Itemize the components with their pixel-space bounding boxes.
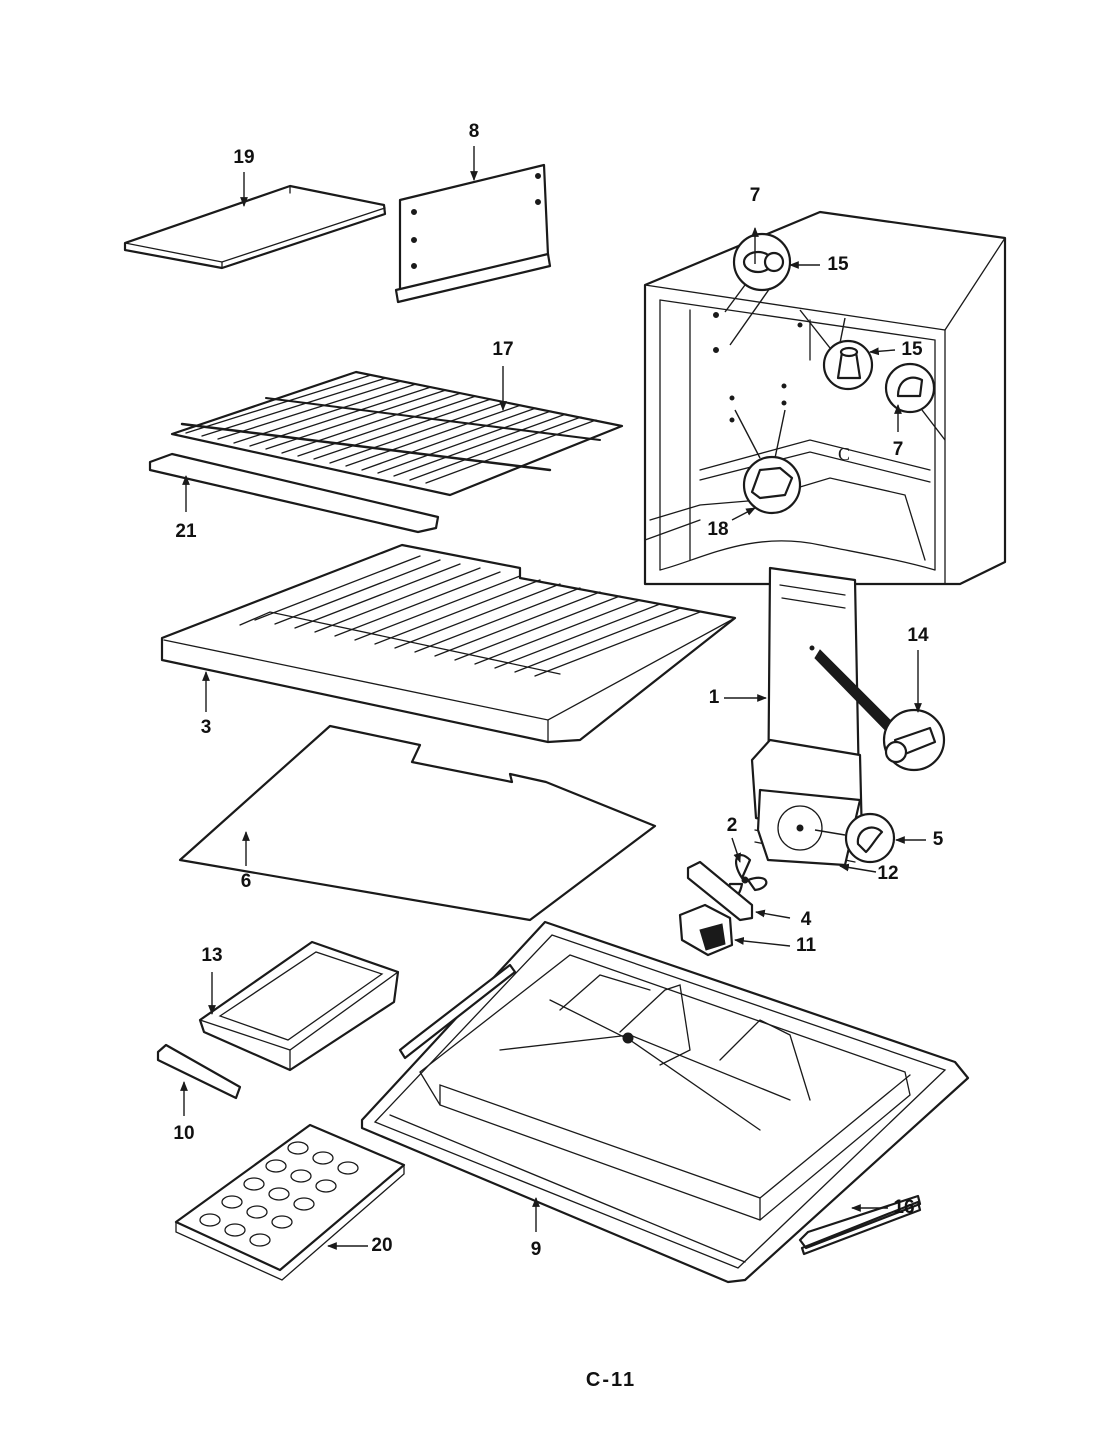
part-5-grommet [814,812,896,864]
part-20-ice-tray [174,1123,406,1281]
leader-lines [180,146,926,1250]
callout-7-right: 7 [893,439,904,460]
callout-18: 18 [707,519,728,540]
page-code: C-11 [586,1369,636,1391]
callout-12: 12 [877,863,898,884]
callout-3: 3 [201,717,212,738]
callout-9: 9 [531,1239,542,1260]
callout-8: 8 [469,121,480,142]
part-14-knob [882,708,946,772]
callouts: 19 8 17 21 3 6 13 10 20 9 16 7 15 15 7 1… [173,121,943,1260]
cabinet: C [643,210,1007,586]
callout-19: 19 [233,147,254,168]
callout-15-top: 15 [827,254,849,275]
callout-4: 4 [801,909,812,930]
callout-14: 14 [907,625,929,646]
callout-17: 17 [492,339,513,360]
callout-5: 5 [933,829,944,850]
part-11-motor [678,903,734,957]
callout-2: 2 [727,815,738,836]
part-8-panel [394,163,552,304]
callout-1: 1 [709,687,720,708]
callout-11: 11 [796,935,817,956]
callout-20: 20 [371,1235,392,1256]
part-6-glass [178,724,657,922]
callout-21: 21 [175,521,197,542]
callout-10: 10 [173,1123,194,1144]
callout-16: 16 [893,1197,914,1218]
detail-18 [734,409,802,515]
detail-7-right [884,362,946,441]
detail-7-15-top [724,232,792,346]
detail-15-mid [799,309,874,391]
callout-13: 13 [201,945,222,966]
part-13-drawer [198,940,400,1072]
ice-cups [199,1141,359,1247]
part-9-pan [360,920,970,1284]
part-19-shelf [123,184,387,270]
part-10-bracket [156,1043,242,1100]
callout-6: 6 [241,871,252,892]
callout-7-top: 7 [750,185,761,206]
part-21-trim [148,452,440,534]
part-16-rail [800,1200,922,1256]
svg-text:C: C [838,444,850,464]
part-17-wire-shelf [170,370,624,497]
part-3-tray [160,543,737,744]
part-4-bracket [686,860,754,922]
tray-slats [254,555,701,677]
part-12-plate [756,788,862,867]
callout-15-mid: 15 [901,339,923,360]
